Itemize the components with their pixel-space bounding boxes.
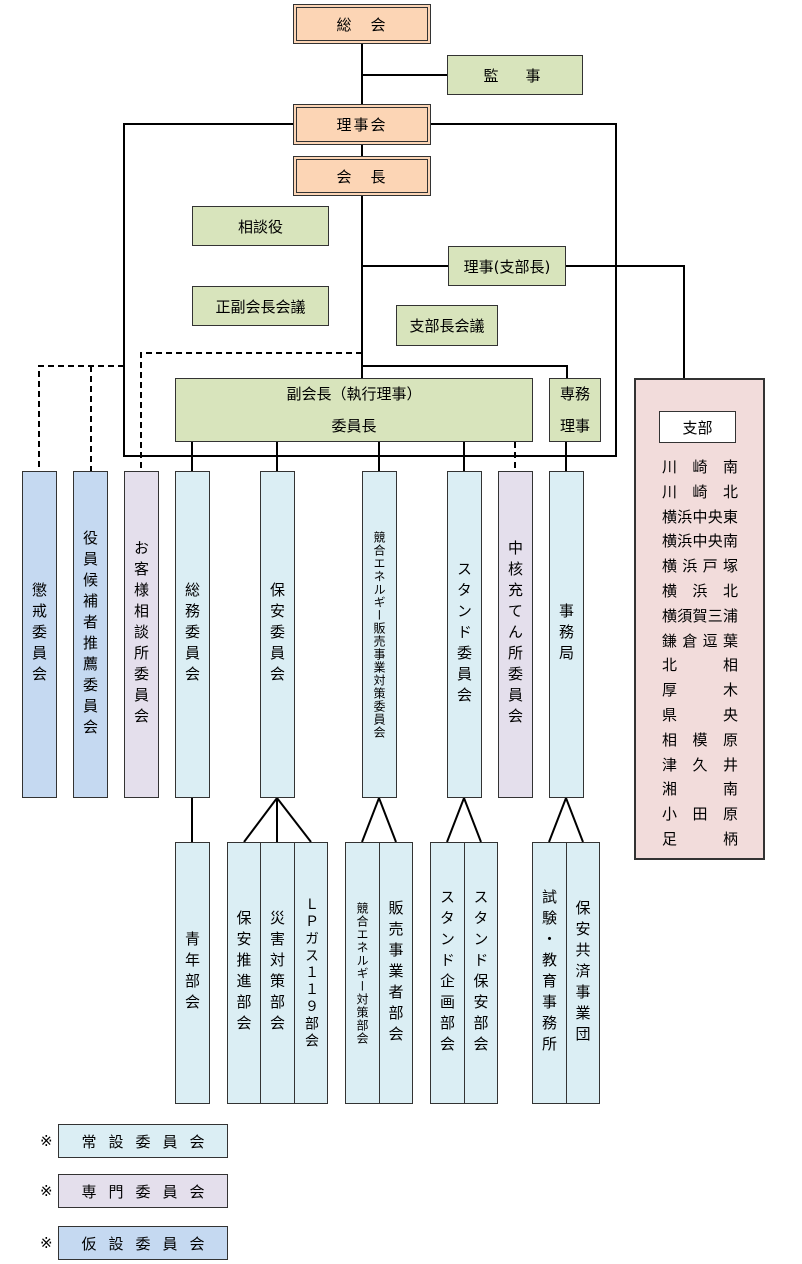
subgroup-hanbai: 販売事業者部会 — [379, 842, 413, 1104]
legend-item-kasetsu: ※ 仮設委員会 — [40, 1226, 228, 1260]
senmu-label-2: 理事 — [559, 417, 590, 435]
subgroup-label: ＬＰガス１１９部会 — [303, 896, 319, 1050]
senmu-riji-box: 専務 理事 — [549, 378, 601, 442]
branch-title-label: 支部 — [682, 418, 713, 437]
branch-item: 横浜中央南 — [662, 532, 738, 551]
committee-label: 保安委員会 — [268, 582, 286, 687]
iinchou-label: 委員長 — [331, 417, 377, 435]
committee-label: 総務委員会 — [183, 582, 201, 687]
committee-soumu: 総務委員会 — [175, 471, 210, 798]
subgroup-label: スタンド企画部会 — [438, 889, 456, 1057]
subgroup-label: 保安推進部会 — [234, 910, 253, 1036]
branch-item: 川 崎 北 — [662, 482, 738, 501]
kanji-label: 監 事 — [483, 66, 547, 85]
kanji-box: 監 事 — [447, 55, 583, 95]
branch-item: 横浜中央東 — [662, 507, 738, 526]
committee-label: 懲戒委員会 — [30, 582, 48, 687]
branch-item: 北 相 — [662, 656, 738, 675]
subgroup-seinen: 青年部会 — [175, 842, 210, 1104]
branch-item: 厚 木 — [662, 681, 738, 700]
committee-hoan: 保安委員会 — [260, 471, 295, 798]
legend-item-jousetsu: ※ 常設委員会 — [40, 1124, 228, 1158]
subgroup-label: 保安共済事業団 — [573, 899, 592, 1047]
branch-item: 鎌倉逗葉 — [662, 631, 738, 650]
committee-chukaku: 中核充てん所委員会 — [498, 471, 533, 798]
legend-item-senmon: ※ 専門委員会 — [40, 1174, 228, 1208]
committee-okyakusama: お客様相談所委員会 — [124, 471, 159, 798]
branch-item: 相 模 原 — [662, 730, 738, 749]
branch-item: 小 田 原 — [662, 805, 738, 824]
branch-title: 支部 — [659, 411, 736, 443]
committee-choukai: 懲戒委員会 — [22, 471, 57, 798]
committee-kyougou: 競合エネルギー販売事業対策委員会 — [362, 471, 397, 798]
fukukaichou-label: 副会長（執行理事） — [286, 385, 422, 403]
committee-yakuin: 役員候補者推薦委員会 — [73, 471, 108, 798]
committee-label: お客様相談所委員会 — [132, 540, 150, 729]
riji-shibu-box: 理事(支部長) — [448, 246, 566, 286]
subgroup-label: 競合エネルギー対策部会 — [355, 901, 369, 1045]
branch-item: 横 浜 北 — [662, 581, 738, 600]
branch-item: 湘 南 — [662, 780, 738, 799]
committee-stand: スタンド委員会 — [447, 471, 482, 798]
committee-label: スタンド委員会 — [455, 561, 473, 708]
committee-label: 役員候補者推薦委員会 — [81, 529, 99, 740]
seifuku-kaigi-label: 正副会長会議 — [215, 297, 306, 316]
subgroup-label: 青年部会 — [183, 931, 201, 1015]
fukukaichou-box: 副会長（執行理事） 委員長 — [175, 378, 533, 442]
subgroup-label: 販売事業者部会 — [386, 899, 405, 1047]
kaichou-box: 会 長 — [293, 156, 431, 196]
riji-shibu-label: 理事(支部長) — [463, 257, 551, 276]
soudanyaku-label: 相談役 — [237, 217, 283, 236]
committee-label: 競合エネルギー販売事業対策委員会 — [372, 530, 386, 739]
branch-item: 横須賀三浦 — [662, 606, 738, 625]
committee-label: 中核充てん所委員会 — [506, 540, 524, 729]
branch-item: 足 柄 — [662, 829, 738, 848]
soukai-label: 総 会 — [336, 15, 388, 34]
branch-list: 川 崎 南 川 崎 北 横浜中央東 横浜中央南 横浜戸塚 横 浜 北 横須賀三浦… — [662, 455, 738, 852]
subgroup-stand-kikaku: スタンド企画部会 — [430, 842, 465, 1104]
committee-label: 事務局 — [557, 603, 575, 666]
rijikai-label: 理事会 — [336, 116, 388, 134]
soudanyaku-box: 相談役 — [192, 206, 329, 246]
branch-panel — [634, 378, 765, 860]
seifuku-kaigi-box: 正副会長会議 — [192, 286, 329, 326]
soukai-box: 総 会 — [293, 4, 431, 44]
legend-label: 専門委員会 — [58, 1174, 228, 1208]
shibuchou-kaigi-label: 支部長会議 — [409, 317, 485, 335]
subgroup-kyousai: 保安共済事業団 — [566, 842, 600, 1104]
subgroup-stand-hoan: スタンド保安部会 — [464, 842, 498, 1104]
senmu-label-1: 専務 — [559, 385, 590, 403]
shibuchou-kaigi-box: 支部長会議 — [396, 305, 498, 346]
kaichou-label: 会 長 — [336, 167, 388, 186]
rijikai-box: 理事会 — [293, 104, 431, 145]
subgroup-label: 災害対策部会 — [268, 910, 286, 1036]
committee-jimukyoku: 事務局 — [549, 471, 584, 798]
subgroup-shiken: 試験・教育事務所 — [532, 842, 567, 1104]
branch-item: 県 央 — [662, 705, 738, 724]
legend-label: 常設委員会 — [58, 1124, 228, 1158]
subgroup-label: スタンド保安部会 — [471, 889, 490, 1057]
subgroup-kyougou-taisaku: 競合エネルギー対策部会 — [345, 842, 380, 1104]
legend-mark: ※ — [40, 1182, 53, 1200]
branch-item: 川 崎 南 — [662, 458, 738, 476]
subgroup-lpgas119: ＬＰガス１１９部会 — [294, 842, 328, 1104]
legend-label: 仮設委員会 — [58, 1226, 228, 1260]
subgroup-hoan-suishin: 保安推進部会 — [227, 842, 261, 1104]
legend-mark: ※ — [40, 1132, 53, 1150]
subgroup-label: 試験・教育事務所 — [540, 889, 558, 1057]
branch-item: 津 久 井 — [662, 755, 738, 774]
subgroup-saigai: 災害対策部会 — [260, 842, 295, 1104]
legend-mark: ※ — [40, 1234, 53, 1252]
branch-item: 横浜戸塚 — [662, 557, 738, 576]
